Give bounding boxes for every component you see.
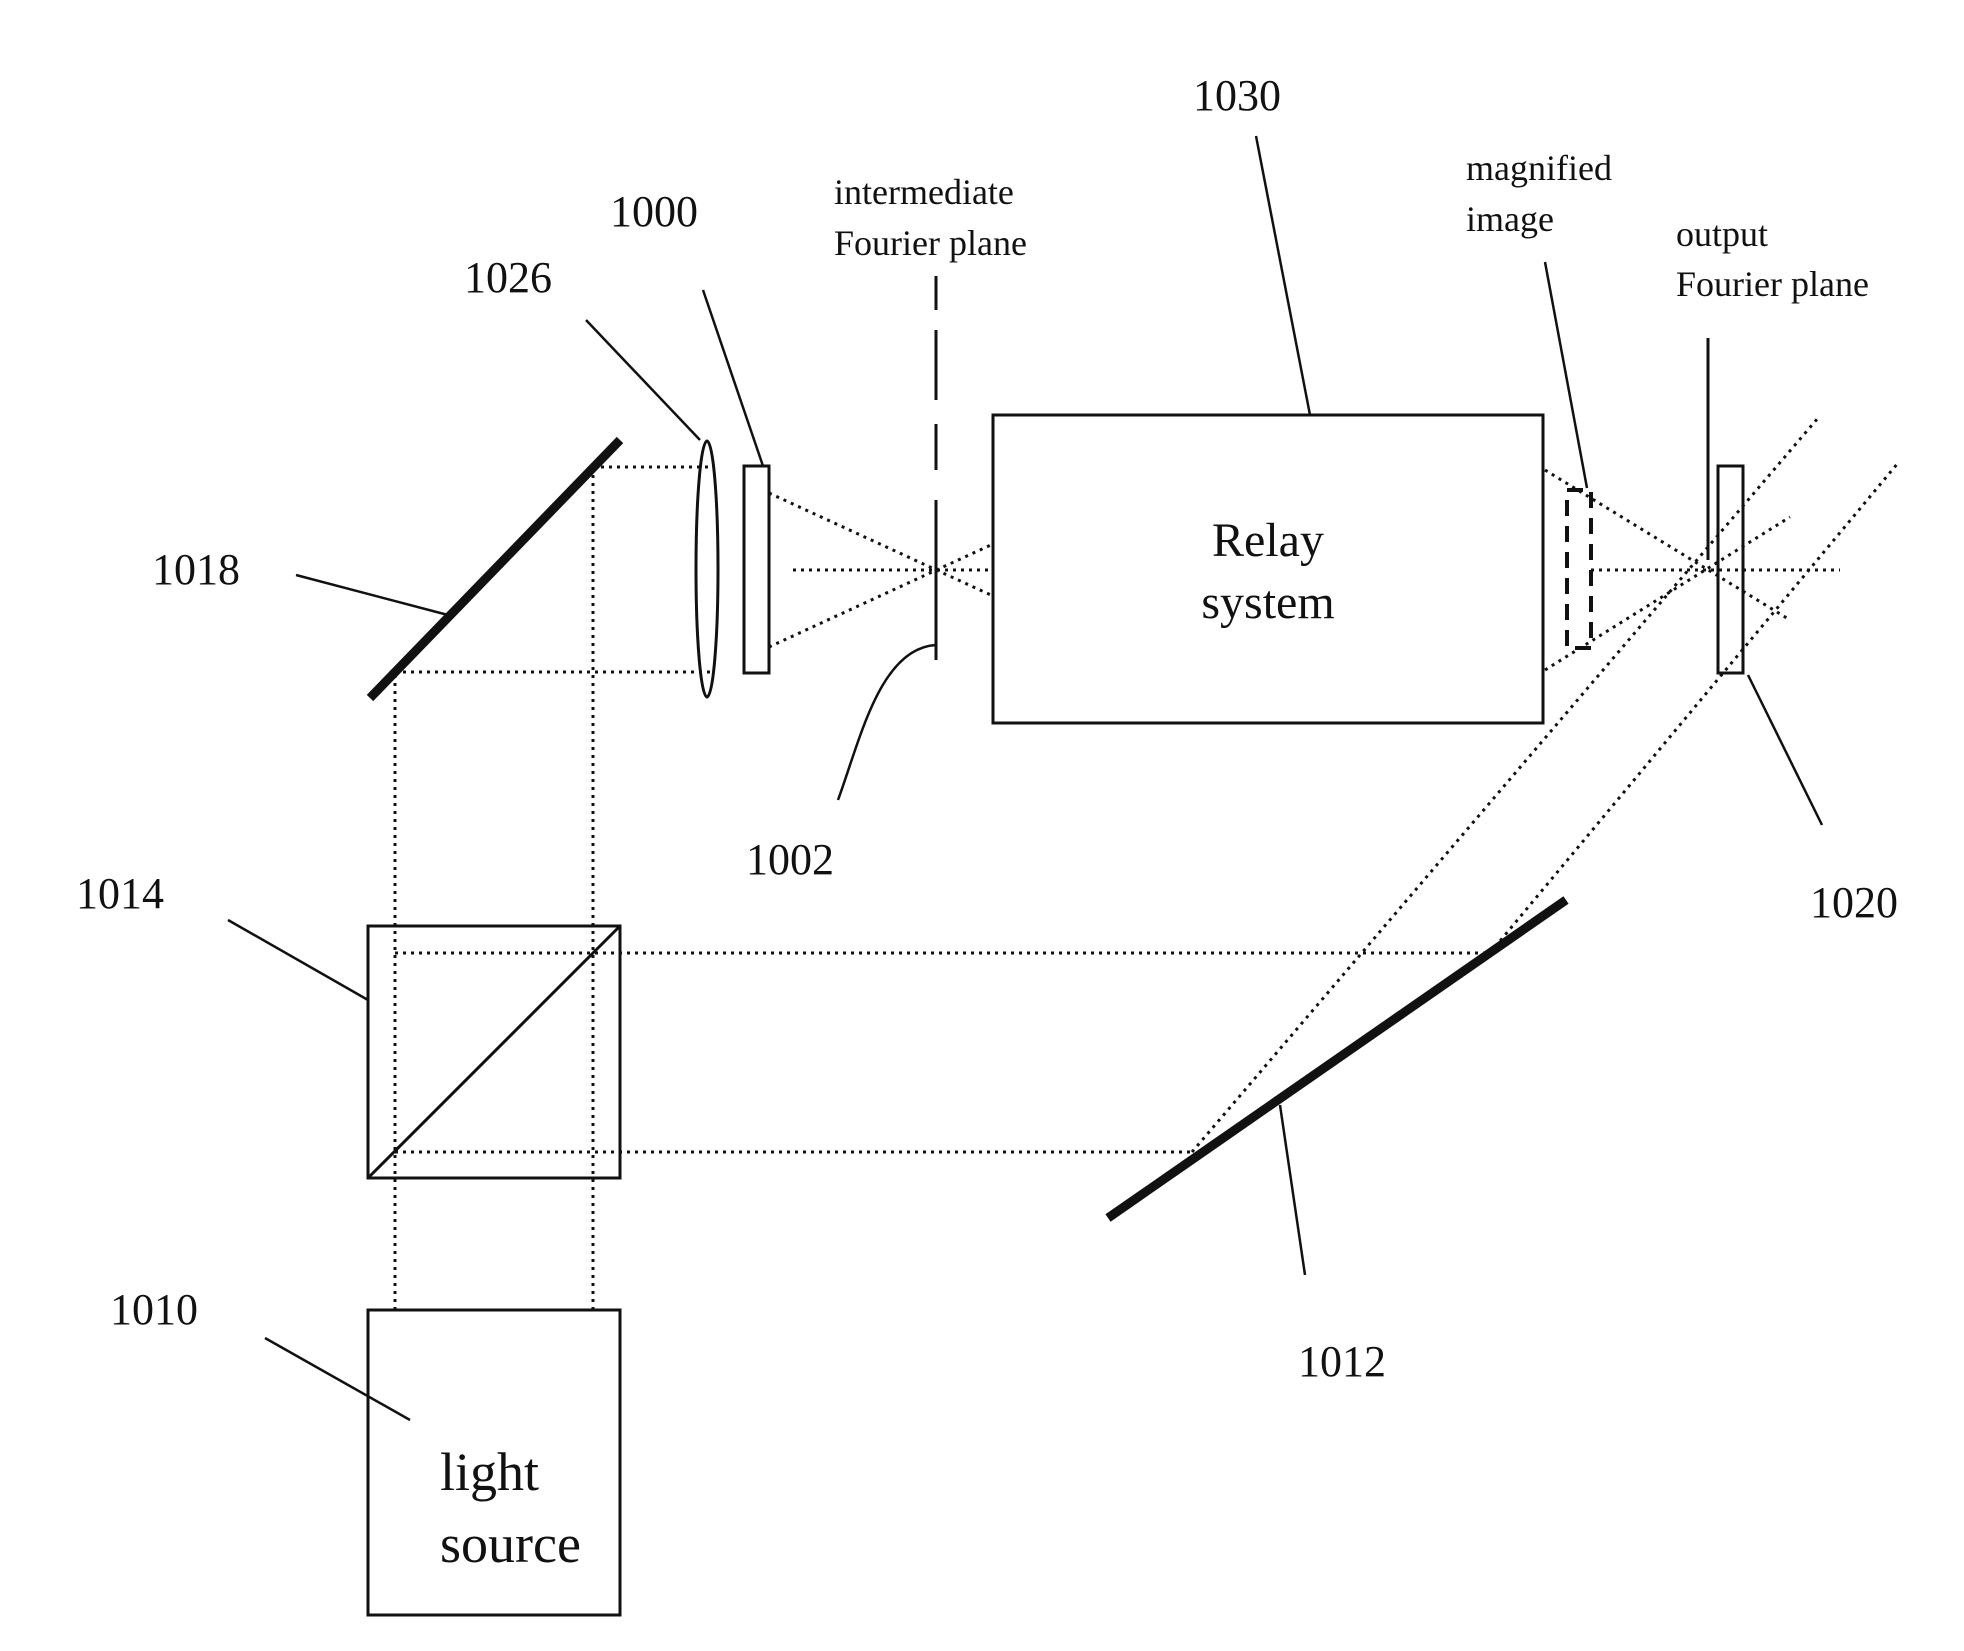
beam-splitter-diagonal [368,926,620,1178]
mirror-1012 [1108,900,1566,1218]
intermediate-fourier-plane-label-line2: Fourier plane [834,223,1027,263]
ref-1014: 1014 [76,869,164,918]
ref-1018: 1018 [152,545,240,594]
ref-1026: 1026 [464,253,552,302]
leader-lines [228,136,1822,1420]
magnified-image-plane [1567,490,1591,648]
output-fourier-plane-label-line1: output [1676,214,1768,254]
output-fourier-plane-label-line2: Fourier plane [1676,264,1869,304]
element-1000-plate [744,466,769,673]
relay-system-label-line2: system [1201,576,1334,629]
ref-1010: 1010 [110,1285,198,1334]
ref-1020: 1020 [1810,878,1898,927]
ref-1002: 1002 [746,835,834,884]
lens-1026 [696,441,718,697]
magnified-image-label-line1: magnified [1466,148,1612,188]
mirror-1018 [370,440,620,698]
intermediate-fourier-plane-label-line1: intermediate [834,172,1014,212]
relay-system-label-line1: Relay [1212,514,1324,567]
ref-1012: 1012 [1298,1337,1386,1386]
ref-1000: 1000 [610,187,698,236]
light-source-label-line1: light [440,1442,539,1502]
ref-1030: 1030 [1193,71,1281,120]
relay-system-box [993,415,1543,723]
light-source-label-line2: source [440,1514,581,1574]
magnified-image-label-line2: image [1466,199,1554,239]
